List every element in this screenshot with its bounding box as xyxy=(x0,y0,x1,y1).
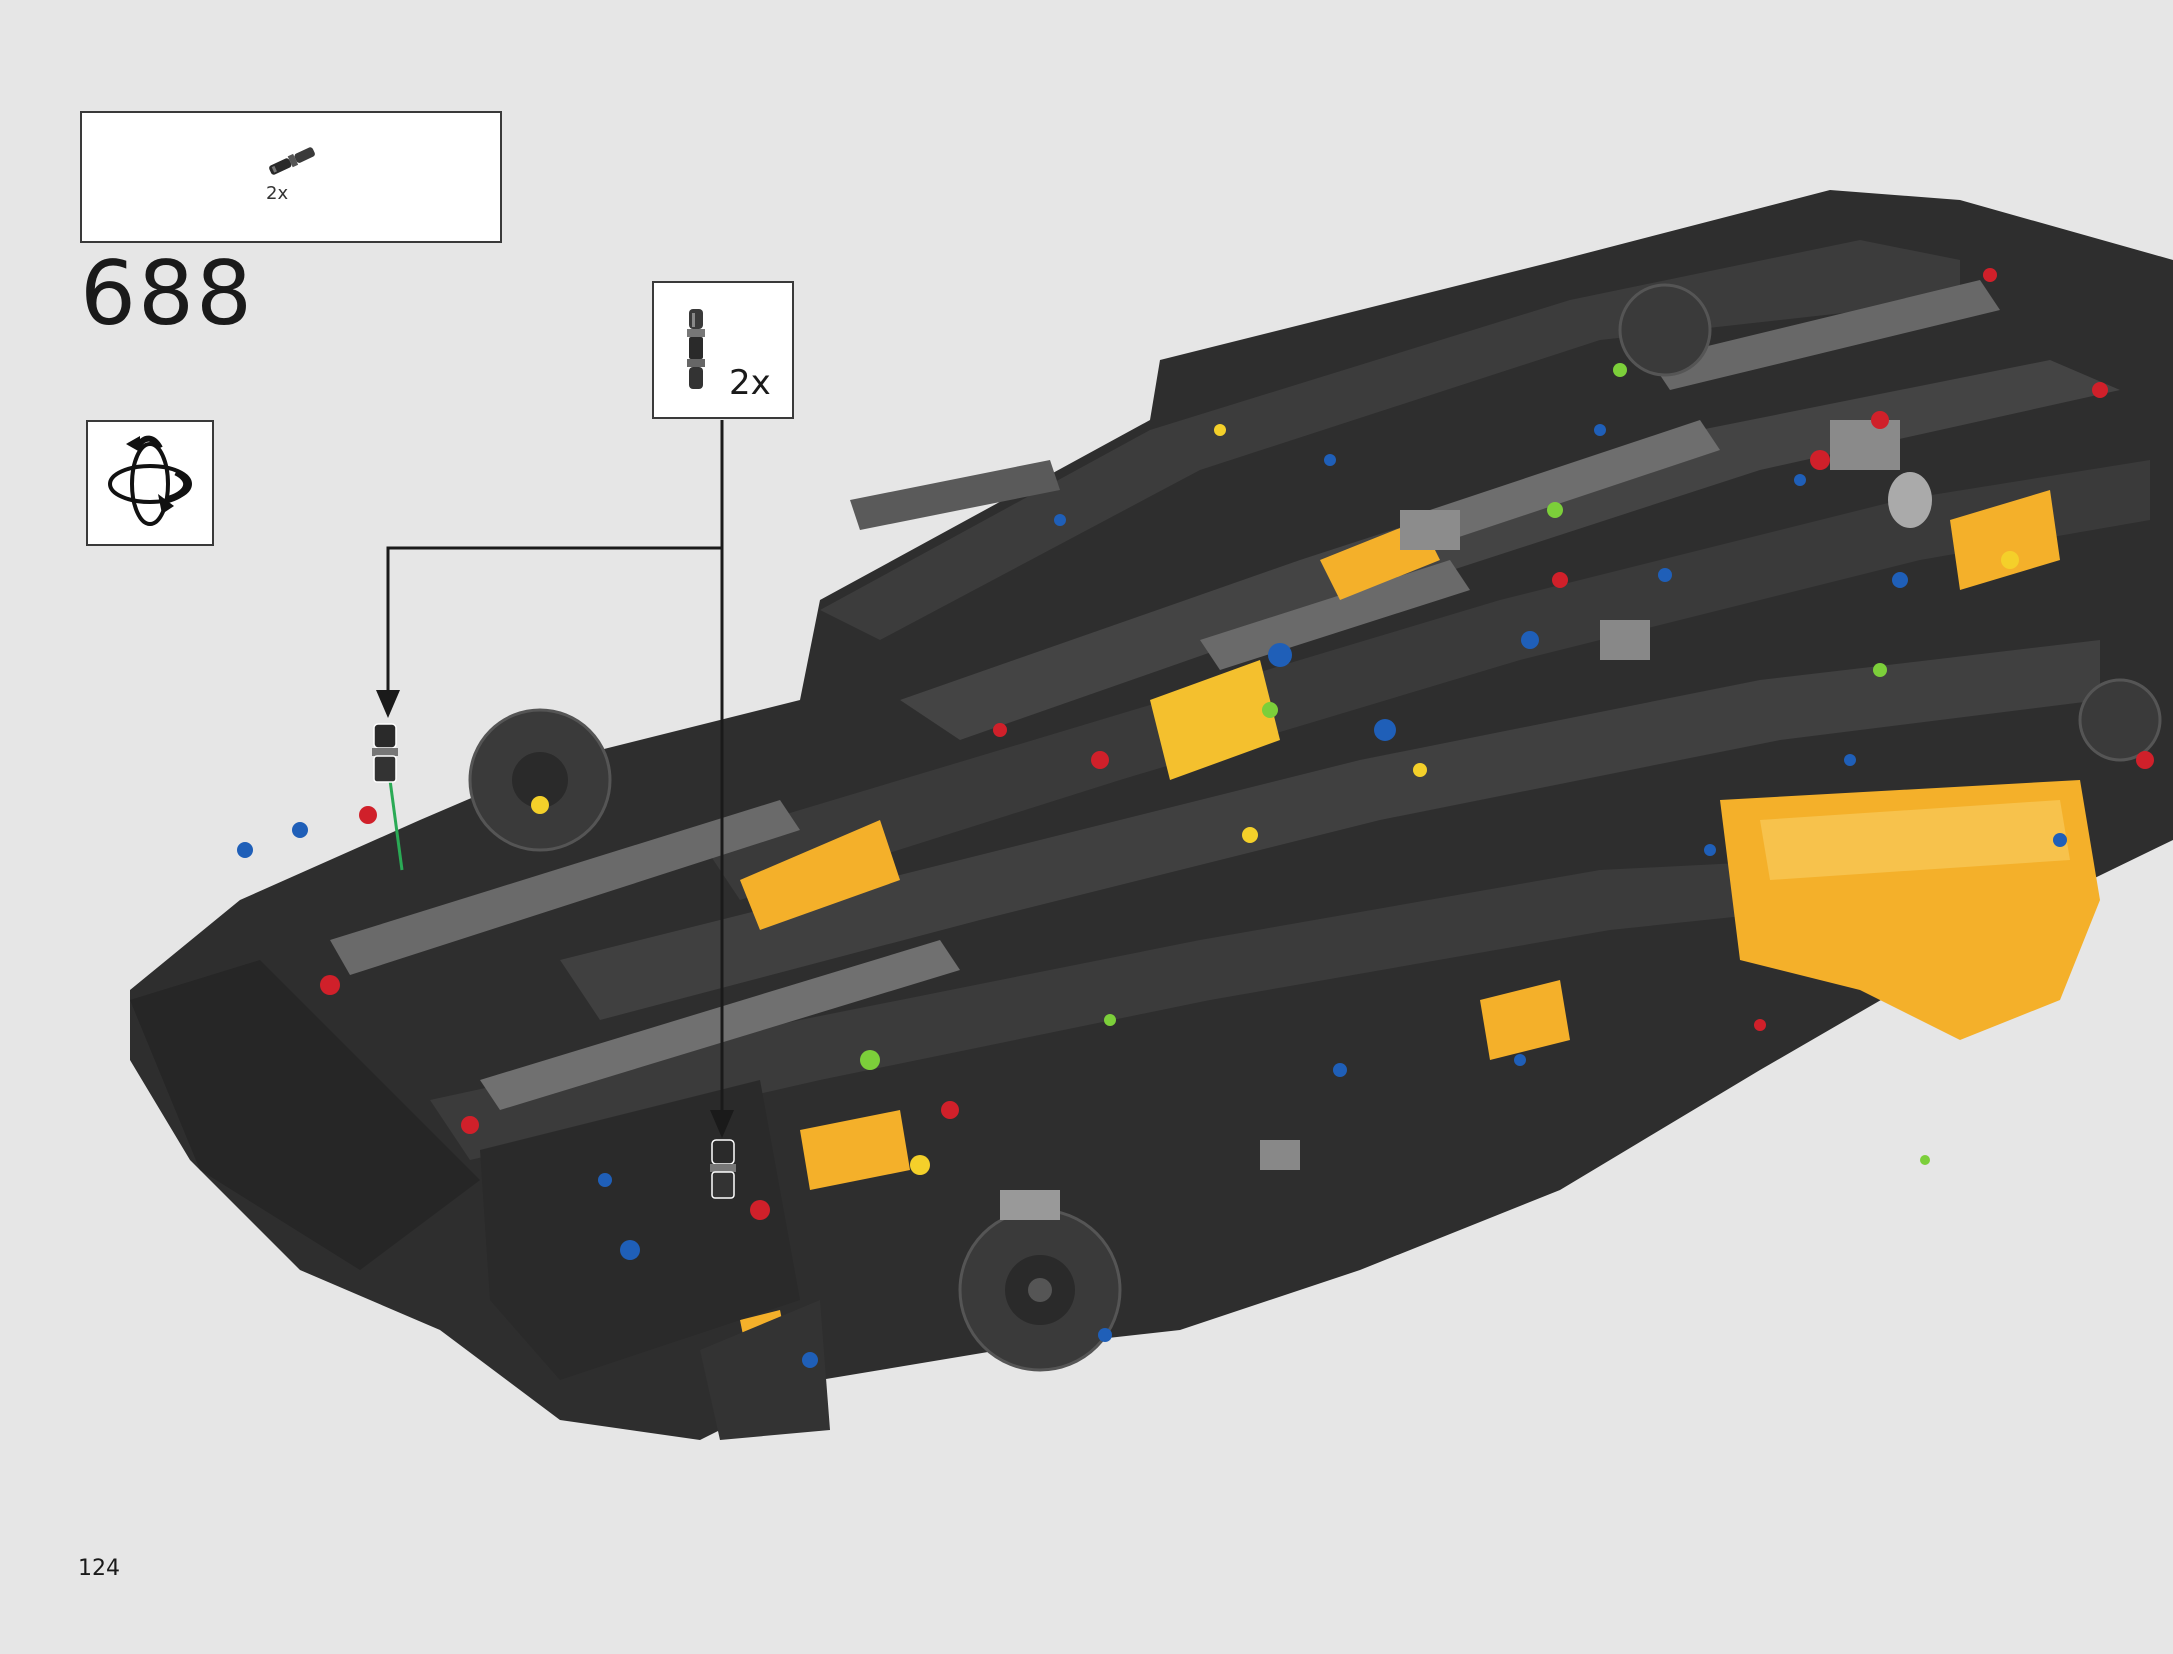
chassis-body xyxy=(130,190,2173,1440)
arrow-head-right xyxy=(710,1110,734,1138)
insertion-guideline xyxy=(388,779,404,871)
connector-peg-icon xyxy=(269,147,315,175)
inserted-pin-right xyxy=(710,1139,736,1199)
rotate-instruction-box xyxy=(86,420,214,546)
connector-peg-icon xyxy=(687,309,705,389)
inserted-pin-left xyxy=(372,723,398,783)
red-pins xyxy=(320,268,2154,1220)
yellow-pins xyxy=(531,424,2019,1175)
step-number: 688 xyxy=(80,242,254,345)
rotate-model-icon xyxy=(108,435,192,526)
sub-assembly-callout: 2x xyxy=(652,281,794,419)
callout-quantity-label: 2x xyxy=(729,363,771,403)
parts-quantity-label: 2x xyxy=(266,183,289,204)
green-pins xyxy=(860,363,1930,1165)
page-number: 124 xyxy=(78,1556,120,1581)
arrow-head-left xyxy=(376,690,400,718)
callout-arrows xyxy=(386,420,724,1120)
parts-list-box: 2x xyxy=(80,111,502,243)
blue-pins xyxy=(237,424,2067,1368)
